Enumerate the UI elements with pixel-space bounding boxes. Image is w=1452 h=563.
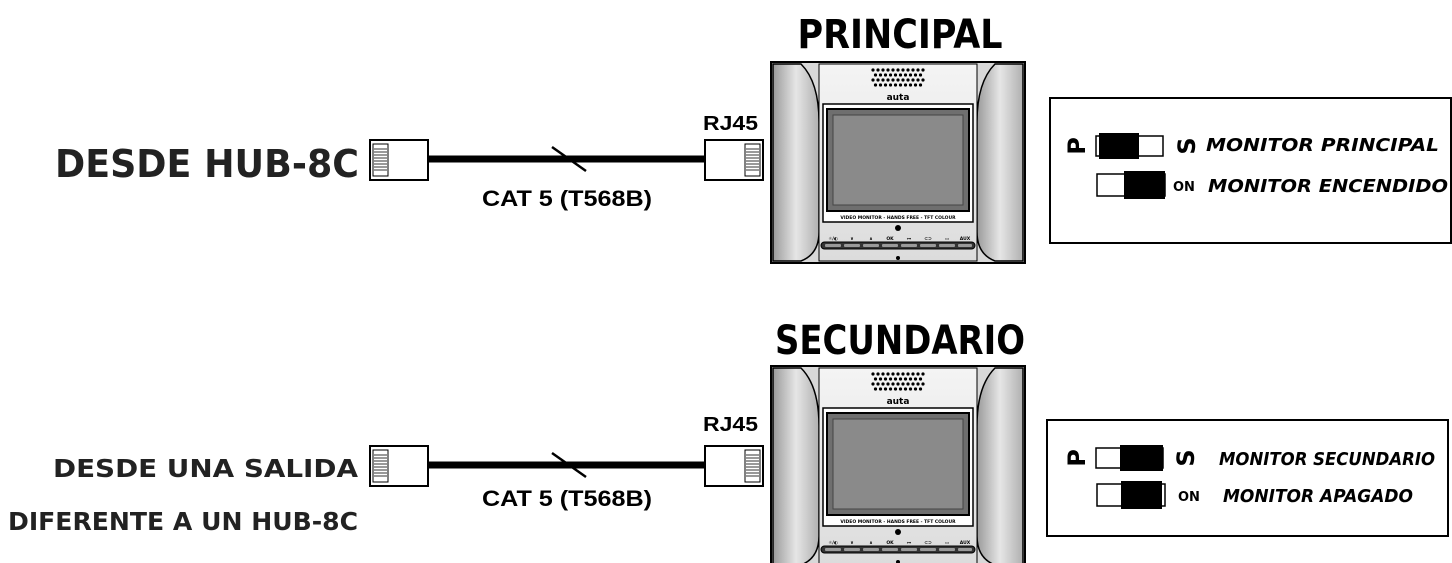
source-label-hub8c: DESDE HUB-8C (55, 142, 359, 186)
rj45-label-bottom: RJ45 (703, 414, 758, 436)
rj45-plug-source-bottom (369, 445, 429, 487)
monitor-subtitle: VIDEO MONITOR - HANDS FREE - TFT COLOUR (840, 215, 956, 221)
switch-panel-secundario: P S MONITOR SECUNDARIO ON MONITOR APAGAD… (1046, 419, 1449, 537)
monitor-brand: auta (887, 397, 910, 407)
cable-slash-top (551, 145, 587, 173)
monitor-button-label: ⊂⊃ (924, 237, 932, 242)
rj45-plug-monitor-top (704, 139, 764, 181)
switch-ps-description: MONITOR SECUNDARIO (1219, 449, 1435, 470)
switch-on-description: MONITOR APAGADO (1223, 486, 1413, 507)
monitor-secundario: auta VIDEO MONITOR - HANDS FREE - TFT CO… (770, 365, 1026, 563)
monitor-subtitle: VIDEO MONITOR - HANDS FREE - TFT COLOUR (840, 519, 956, 525)
switch-s-label: S (1172, 449, 1200, 466)
title-secundario: SECUNDARIO (775, 318, 1025, 364)
monitor-button-label: AUX (960, 236, 971, 242)
rj45-plug-source-top (369, 139, 429, 181)
source-label-line-1: DESDE UNA SALIDA (53, 454, 359, 483)
monitor-principal: auta VIDEO MONITOR - HANDS FREE - TFT CO… (770, 61, 1026, 264)
switch-on-knob (1124, 171, 1165, 199)
switch-p-label: P (1063, 449, 1091, 467)
title-principal: PRINCIPAL (798, 12, 1003, 58)
source-label-line-2: DIFERENTE A UN HUB-8C (8, 507, 358, 536)
switch-on-knob (1121, 481, 1162, 509)
monitor-button-label: ☼/◐ (828, 540, 838, 546)
switch-ps-description: MONITOR PRINCIPAL (1206, 135, 1439, 156)
switch-p-label: P (1063, 137, 1091, 155)
monitor-button-label: ☼/◐ (828, 236, 838, 242)
switch-on-label: ON (1173, 180, 1195, 195)
monitor-button-label: OK (886, 540, 894, 546)
cable-slash-bottom (551, 451, 587, 479)
switch-s-label: S (1173, 137, 1201, 154)
monitor-button-label: ⊶ (907, 237, 912, 242)
cable-label-bottom: CAT 5 (T568B) (482, 486, 652, 511)
rj45-plug-monitor-bottom (704, 445, 764, 487)
monitor-button-label: ∨ (850, 237, 854, 242)
switch-panel-principal: P S MONITOR PRINCIPAL ON MONITOR ENCENDI… (1049, 97, 1452, 244)
monitor-button-label: AUX (960, 540, 971, 546)
switch-on-label: ON (1178, 490, 1200, 505)
monitor-button-label: ⊶ (907, 541, 912, 546)
monitor-button-label: ⊂⊃ (924, 541, 932, 546)
monitor-button-label: ∨ (850, 541, 854, 546)
monitor-button-label: OK (886, 236, 894, 242)
monitor-button-label: ∧ (869, 541, 873, 546)
rj45-label-top: RJ45 (703, 113, 758, 135)
monitor-button-label: ∧ (869, 237, 873, 242)
monitor-button-label: ▭ (945, 541, 949, 546)
switch-ps-knob (1099, 133, 1139, 159)
monitor-brand: auta (887, 93, 910, 103)
cable-label-top: CAT 5 (T568B) (482, 186, 652, 211)
switch-ps-knob (1120, 445, 1163, 471)
switch-on-description: MONITOR ENCENDIDO (1208, 176, 1448, 197)
monitor-button-label: ▭ (945, 237, 949, 242)
